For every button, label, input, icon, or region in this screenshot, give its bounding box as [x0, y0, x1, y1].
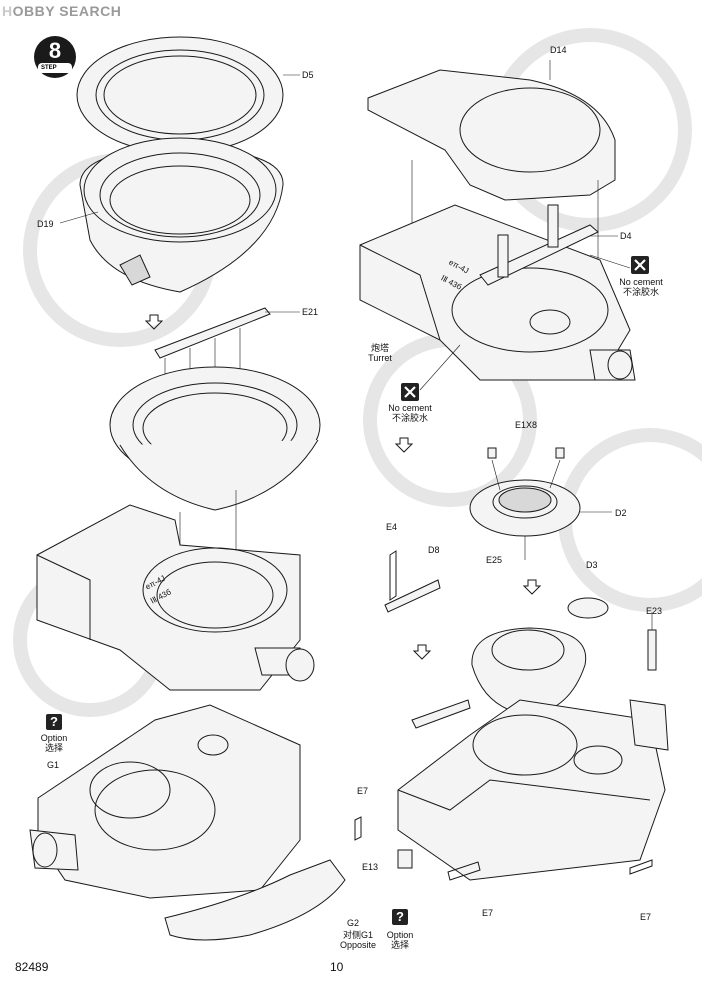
flow-arrow-4	[412, 644, 432, 660]
label-d3: D3	[586, 560, 598, 570]
ghost-circle-4	[558, 428, 702, 612]
watermark-mid: O	[12, 3, 25, 19]
part-d3-disc	[567, 597, 609, 619]
label-e21: E21	[302, 307, 319, 317]
watermark: HOBBY SEARCH	[2, 3, 121, 19]
part-d19-shell	[59, 137, 284, 293]
option-2-en: Option	[386, 930, 414, 940]
step-number: 8	[48, 38, 62, 63]
option-1-zh: 选择	[44, 743, 63, 753]
part-d4-bracket	[479, 204, 618, 286]
part-e4-d8	[384, 550, 441, 613]
flow-arrow-1	[144, 314, 164, 330]
option-question-icon: ?	[392, 909, 408, 925]
part-e23	[647, 612, 657, 671]
label-e1x8: E1X8	[515, 420, 538, 430]
label-g2: G2	[347, 918, 360, 928]
option-question-icon: ?	[46, 714, 62, 730]
label-e4: E4	[386, 522, 398, 532]
label-d14: D14	[550, 45, 567, 55]
label-e25: E25	[486, 555, 503, 565]
label-d4: D4	[620, 231, 632, 241]
watermark-prefix: H	[2, 3, 13, 19]
flow-arrow-2	[394, 437, 414, 453]
label-g1: G1	[47, 760, 60, 770]
catalog-number: 82489	[15, 960, 49, 974]
no-cement-note-1: No cement 不涂胶水	[612, 277, 670, 297]
part-d5-ring	[76, 36, 300, 154]
turret-base-1	[36, 504, 315, 691]
option-note-1: Option 选择	[34, 733, 74, 753]
step-badge: 8 STEP	[34, 36, 76, 78]
no-cement-1-en: No cement	[619, 277, 663, 287]
label-d19: D19	[37, 219, 54, 229]
label-d2: D2	[615, 508, 627, 518]
no-cement-icon	[631, 256, 649, 274]
label-e7-left: E7	[357, 786, 369, 796]
label-d5: D5	[302, 70, 314, 80]
no-cement-2-zh: 不涂胶水	[391, 413, 428, 423]
turret-label: 炮塔 Turret	[364, 343, 396, 363]
watermark-text: BBY SEARCH	[24, 3, 122, 19]
turret-subassembly	[109, 366, 321, 560]
label-e7-right: E7	[640, 912, 652, 922]
label-e13: E13	[362, 862, 379, 872]
label-e23: E23	[646, 606, 663, 616]
no-cement-1-zh: 不涂胶水	[622, 287, 659, 297]
bottom-left-hull	[29, 704, 346, 941]
no-cement-2-leader	[419, 344, 461, 391]
option-note-2: Option 选择	[380, 930, 420, 950]
option-2-zh: 选择	[390, 940, 409, 950]
opposite-en: Opposite	[339, 940, 377, 950]
turret-label-en: Turret	[368, 353, 392, 363]
no-cement-note-2: No cement 不涂胶水	[381, 403, 439, 423]
no-cement-icon	[401, 383, 419, 401]
option-1-en: Option	[40, 733, 68, 743]
bottom-right-hull	[354, 699, 669, 881]
part-e1x8-clips	[487, 447, 565, 491]
part-d14-shell	[367, 60, 616, 270]
turret-label-zh: 炮塔	[370, 343, 389, 353]
no-cement-1-leader	[589, 254, 631, 269]
no-cement-2-en: No cement	[388, 403, 432, 413]
label-e7-bottom: E7	[482, 908, 494, 918]
opposite-zh: 对侧G1	[342, 930, 373, 940]
opposite-note: 对侧G1 Opposite	[338, 930, 378, 950]
flow-arrow-3	[522, 579, 542, 595]
label-d8: D8	[428, 545, 440, 555]
step-label: STEP	[38, 63, 72, 73]
page-number: 10	[330, 960, 344, 974]
bottom-right-ring	[471, 627, 587, 716]
part-d2-ring	[469, 479, 612, 560]
